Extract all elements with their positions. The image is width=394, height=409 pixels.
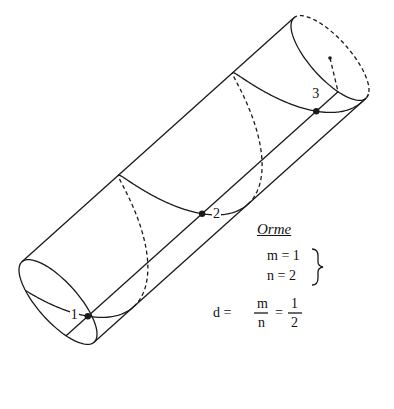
formula: n bbox=[257, 316, 266, 330]
formula: 2 bbox=[290, 316, 299, 330]
cylinder-end-hidden bbox=[294, 16, 369, 99]
note-title: Orme bbox=[256, 222, 292, 237]
cylinder-edge bbox=[22, 18, 294, 262]
cylinder-edge bbox=[94, 98, 366, 342]
helix-hidden bbox=[233, 73, 263, 205]
helix bbox=[233, 73, 362, 113]
helix-point bbox=[85, 313, 91, 319]
parameter: m = 1 bbox=[266, 249, 301, 263]
brace bbox=[312, 249, 323, 285]
radius-line bbox=[330, 58, 338, 92]
formula: m bbox=[256, 297, 269, 311]
helix-point bbox=[199, 211, 205, 217]
fraction-bar bbox=[254, 312, 268, 313]
helix bbox=[25, 290, 133, 317]
helix-hidden bbox=[362, 94, 368, 102]
fraction-bar bbox=[288, 312, 302, 313]
cylinder-end bbox=[291, 18, 366, 101]
center-dot bbox=[328, 56, 332, 60]
point-number: 3 bbox=[311, 87, 320, 101]
point-number: 2 bbox=[212, 207, 221, 221]
formula: 1 bbox=[290, 297, 299, 311]
formula: = bbox=[274, 306, 284, 320]
generator-line bbox=[66, 92, 338, 336]
helix-hidden bbox=[118, 175, 148, 307]
cylinder-end bbox=[19, 260, 97, 345]
formula: d = bbox=[212, 306, 232, 320]
helix bbox=[118, 175, 247, 215]
helix-point bbox=[313, 108, 319, 114]
parameter: n = 2 bbox=[266, 269, 297, 283]
point-number: 1 bbox=[70, 308, 79, 322]
